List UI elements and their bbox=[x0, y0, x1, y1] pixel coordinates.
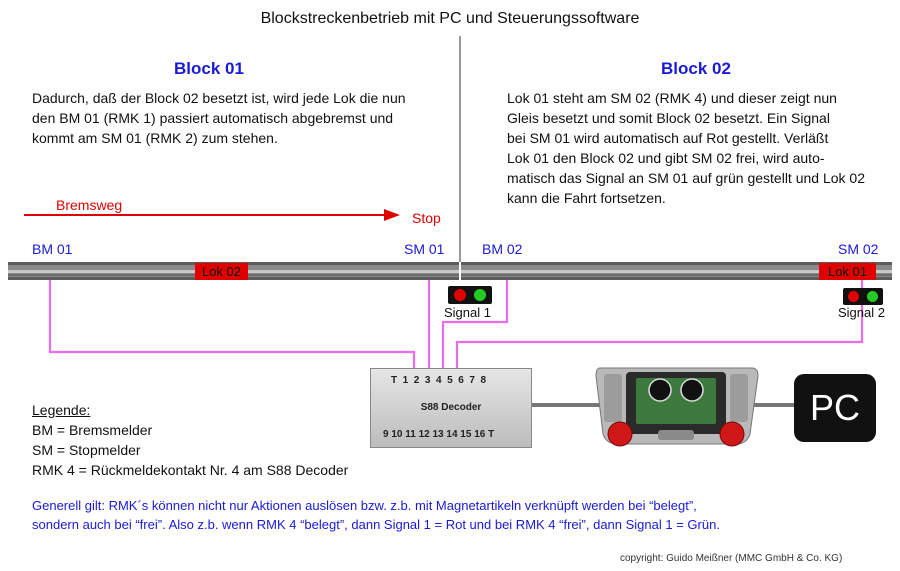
bremsweg-arrow bbox=[24, 209, 400, 221]
legend-item-sm: SM = Stopmelder bbox=[32, 442, 141, 458]
signal2-label: Signal 2 bbox=[838, 305, 885, 320]
decoder-top-pins: T 1 2 3 4 5 6 7 8 bbox=[391, 375, 487, 386]
lok02-marker: Lok 02 bbox=[195, 263, 248, 280]
page-title: Blockstreckenbetrieb mit PC und Steuerun… bbox=[260, 10, 640, 27]
general-note: Generell gilt: RMK´s können nicht nur Ak… bbox=[32, 498, 720, 532]
wire-sm02 bbox=[455, 280, 864, 370]
track-block-gap bbox=[459, 262, 461, 280]
signal1-label: Signal 1 bbox=[444, 305, 491, 320]
block1-title: Block 01 bbox=[174, 59, 244, 78]
stop-label: Stop bbox=[412, 210, 441, 226]
block-divider bbox=[459, 36, 461, 262]
decoder-name: S88 Decoder bbox=[420, 402, 482, 413]
signal2-icon bbox=[843, 288, 883, 305]
block2-title: Block 02 bbox=[661, 59, 731, 78]
copyright: copyright: Guido Meißner (MMC GmbH & Co.… bbox=[620, 553, 843, 564]
legend-item-rmk: RMK 4 = Rückmeldekontakt Nr. 4 am S88 De… bbox=[32, 462, 349, 478]
block1-description: Dadurch, daß der Block 02 besetzt ist, w… bbox=[32, 90, 406, 146]
wire-bm01 bbox=[48, 280, 416, 370]
bremsweg-label: Bremsweg bbox=[56, 197, 123, 213]
legend: Legende: BM = Bremsmelder SM = Stopmelde… bbox=[32, 400, 348, 480]
pc-label: PC bbox=[809, 387, 860, 428]
legend-item-bm: BM = Bremsmelder bbox=[32, 422, 153, 438]
legend-heading: Legende: bbox=[32, 402, 91, 418]
signal1-icon bbox=[448, 286, 492, 304]
wire-bm02 bbox=[441, 280, 509, 370]
lok01-marker: Lok 01 bbox=[819, 263, 876, 280]
sm01-label: SM 01 bbox=[404, 241, 445, 257]
pc-icon: PC bbox=[794, 374, 876, 442]
sm02-label: SM 02 bbox=[838, 241, 879, 257]
bm02-label: BM 02 bbox=[482, 241, 523, 257]
s88-decoder: T 1 2 3 4 5 6 7 8 S88 Decoder 9 10 11 12… bbox=[370, 368, 532, 448]
central-station-icon bbox=[592, 364, 762, 450]
block2-description: Lok 01 steht am SM 02 (RMK 4) und dieser… bbox=[507, 90, 865, 206]
decoder-bottom-pins: 9 10 11 12 13 14 15 16 T bbox=[383, 429, 495, 440]
bm01-label: BM 01 bbox=[32, 241, 73, 257]
